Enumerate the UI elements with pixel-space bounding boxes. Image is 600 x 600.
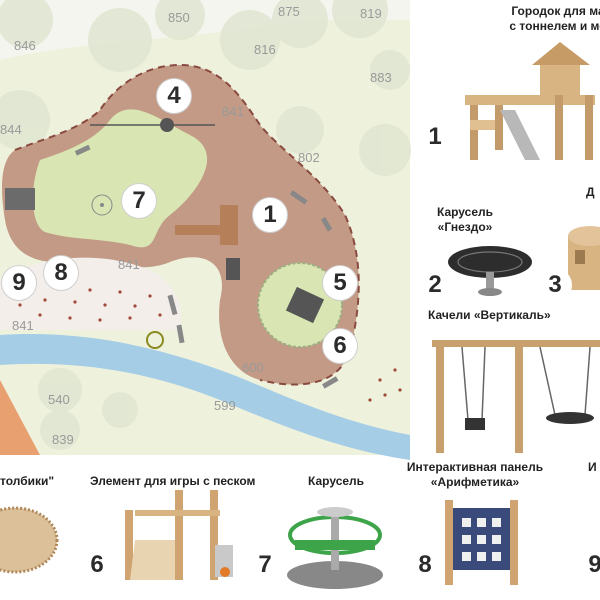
elevation-600: 600 — [242, 360, 264, 375]
elevation-841-mid: 841 — [118, 257, 140, 272]
elevation-819: 819 — [360, 6, 382, 21]
house-image — [568, 226, 600, 290]
item1-title-line2: с тоннелем и мо — [509, 19, 600, 33]
elevation-802: 802 — [298, 150, 320, 165]
inner-lawn — [33, 109, 208, 248]
item1-title: Городок для ма с тоннелем и мо — [478, 4, 600, 34]
item3-number: 3 — [538, 268, 572, 302]
item2-title-line2: «Гнездо» — [437, 220, 493, 234]
bench-plan — [5, 188, 35, 210]
playtown-stair-plan — [226, 258, 240, 280]
carousel-image — [287, 507, 383, 589]
plan-marker-8: 8 — [43, 255, 79, 291]
playtown-tower-plan — [220, 205, 238, 245]
sand-play-element-image — [125, 490, 233, 580]
plan-marker-7: 7 — [121, 183, 157, 219]
tree-ring-plan — [146, 331, 164, 349]
arithmetic-panel-image — [445, 500, 518, 585]
elevation-844: 844 — [0, 122, 22, 137]
planting-dots — [18, 286, 402, 402]
elevation-841-low: 841 — [12, 318, 34, 333]
item1-number: 1 — [418, 120, 452, 154]
sand-element-plan — [285, 286, 325, 324]
item2-title-line1: Карусель — [436, 205, 494, 219]
elevation-841-top: 841 — [222, 104, 244, 119]
river — [0, 334, 410, 460]
plan-marker-4: 4 — [156, 78, 192, 114]
plan-marker-1: 1 — [252, 197, 288, 233]
carousel-axis-plan — [100, 203, 104, 207]
item8-title: Интерактивная панель «Арифметика» — [400, 460, 550, 490]
nest-carousel-image — [448, 246, 532, 296]
elevation-816: 816 — [254, 42, 276, 57]
item5-title: толбики" — [0, 474, 55, 488]
sandbox-image — [0, 506, 59, 574]
elevation-883: 883 — [370, 70, 392, 85]
elevation-875: 875 — [278, 4, 300, 19]
item9-title: И — [588, 460, 597, 474]
item6-number: 6 — [80, 548, 114, 582]
item8-title-line2: «Арифметика» — [430, 475, 520, 489]
swing-title: Качели «Вертикаль» — [428, 308, 551, 322]
carousel-plan — [91, 194, 113, 216]
plan-marker-6: 6 — [322, 328, 358, 364]
item8-number: 8 — [408, 548, 442, 582]
item7-title: Карусель — [308, 474, 365, 488]
item2-number: 2 — [418, 268, 452, 302]
elevation-839: 839 — [52, 432, 74, 447]
elevation-540: 540 — [48, 392, 70, 407]
item6-title: Элемент для игры с песком — [90, 474, 256, 488]
swing-image — [432, 340, 600, 453]
plan-marker-9: 9 — [1, 265, 37, 301]
item7-number: 7 — [248, 548, 282, 582]
elevation-846: 846 — [14, 38, 36, 53]
item2-title: Карусель «Гнездо» — [420, 205, 510, 235]
plan-marker-5: 5 — [322, 265, 358, 301]
bench-marks — [74, 144, 339, 389]
swing-seat-plan — [160, 118, 174, 132]
elevation-850: 850 — [168, 10, 190, 25]
item1-title-line1: Городок для ма — [511, 4, 600, 18]
item9-number: 9 — [578, 548, 600, 582]
item8-title-line1: Интерактивная панель — [406, 460, 544, 474]
playtown-image — [465, 42, 595, 160]
path-edge — [0, 380, 40, 455]
playtown-deck-plan — [175, 225, 230, 235]
elevation-599: 599 — [214, 398, 236, 413]
item3-title: Д — [586, 185, 595, 199]
tree-crowns — [0, 0, 411, 450]
